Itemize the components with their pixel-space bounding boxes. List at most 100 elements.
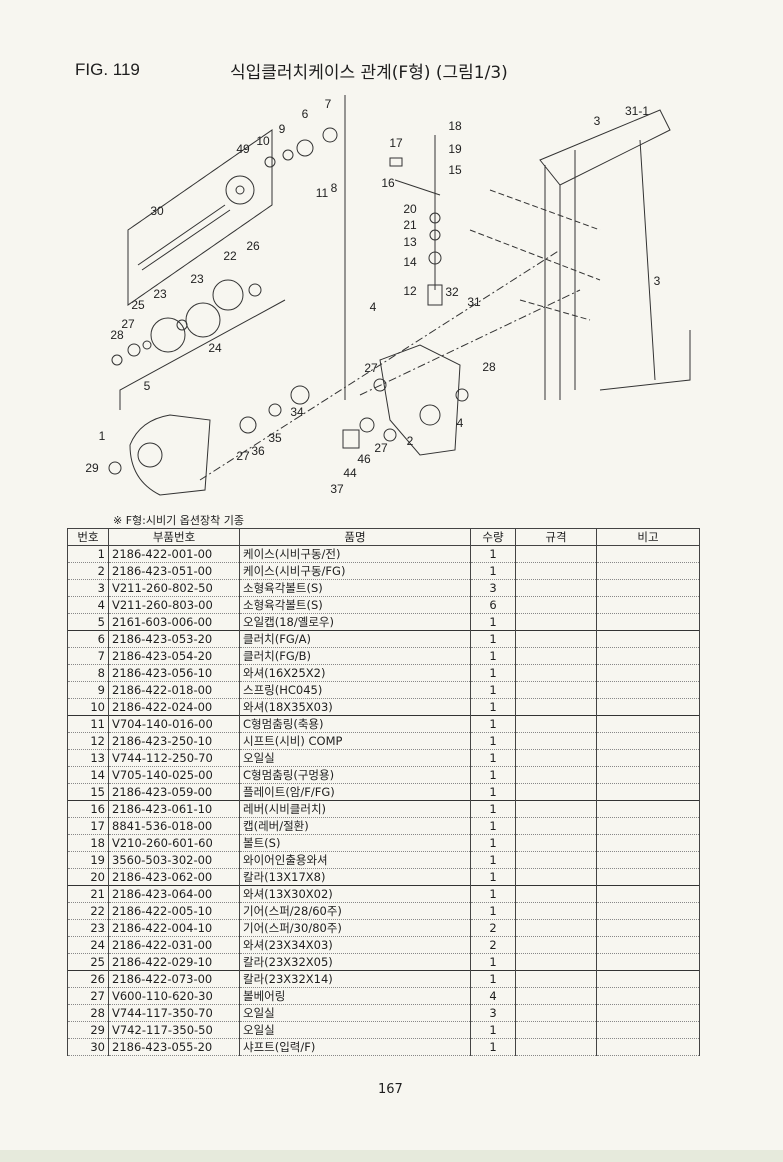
cell-spec [515,715,597,733]
cell-number: 22 [67,902,109,920]
cell-spec [515,579,597,597]
cell-quantity: 1 [470,868,516,886]
cell-number: 26 [67,970,109,988]
cell-number: 13 [67,749,109,767]
cell-spec [515,749,597,767]
cell-remarks [596,1038,700,1056]
cell-number: 3 [67,579,109,597]
callout-label: 4 [457,416,464,430]
cell-quantity: 2 [470,936,516,954]
cell-part-name: 칼라(23X32X14) [239,970,471,988]
cell-part-number: 2186-423-056-10 [108,664,240,682]
cell-part-name: 와셔(13X30X02) [239,885,471,903]
cell-spec [515,851,597,869]
cell-part-number: 2186-422-024-00 [108,698,240,716]
cell-quantity: 1 [470,766,516,784]
callout-label: 18 [448,119,462,133]
callout-label: 5 [144,379,151,393]
cell-quantity: 1 [470,885,516,903]
cell-number: 25 [67,953,109,971]
cell-quantity: 3 [470,579,516,597]
callout-label: 31 [467,295,481,309]
cell-part-name: 와셔(18X35X03) [239,698,471,716]
cell-part-number: 2186-422-005-10 [108,902,240,920]
cell-quantity: 3 [470,1004,516,1022]
callout-label: 21 [403,218,417,232]
cell-part-name: 칼라(13X17X8) [239,868,471,886]
callout-label: 26 [246,239,260,253]
cell-spec [515,953,597,971]
table-note: ※ F형:시비기 옵션장착 기종 [113,514,244,527]
cell-remarks [596,766,700,784]
cell-number: 12 [67,732,109,750]
cell-remarks [596,579,700,597]
cell-remarks [596,783,700,801]
cell-part-name: 클러치(FG/A) [239,630,471,648]
callout-label: 27 [364,361,378,375]
cell-number: 2 [67,562,109,580]
col-quantity: 수량 [470,528,516,546]
cell-part-number: 2186-423-062-00 [108,868,240,886]
cell-spec [515,1004,597,1022]
callout-label: 36 [251,444,265,458]
cell-part-number: V211-260-802-50 [108,579,240,597]
col-part-name: 품명 [239,528,471,546]
cell-part-number: V600-110-620-30 [108,987,240,1005]
cell-quantity: 4 [470,987,516,1005]
cell-spec [515,902,597,920]
cell-remarks [596,732,700,750]
callout-label: 28 [482,360,496,374]
cell-quantity: 1 [470,647,516,665]
cell-part-name: 와셔(23X34X03) [239,936,471,954]
callout-label: 8 [331,181,338,195]
cell-number: 24 [67,936,109,954]
cell-quantity: 1 [470,1021,516,1039]
page-number: 167 [378,1082,403,1097]
cell-part-name: 시프트(시비) COMP [239,732,471,750]
callout-label: 34 [290,405,304,419]
callout-label: 35 [268,431,282,445]
callout-label: 7 [325,97,332,111]
cell-spec [515,1021,597,1039]
cell-number: 7 [67,647,109,665]
cell-remarks [596,545,700,563]
callout-label: 20 [403,202,417,216]
cell-part-name: 오일캡(18/옐로우) [239,613,471,631]
cell-number: 29 [67,1021,109,1039]
cell-part-number: 2186-422-001-00 [108,545,240,563]
cell-part-number: V744-117-350-70 [108,1004,240,1022]
cell-part-number: 2186-422-018-00 [108,681,240,699]
cell-remarks [596,902,700,920]
cell-part-name: C형멈춤링(축용) [239,715,471,733]
figure-number: FIG. 119 [75,60,140,79]
cell-part-name: 기어(스퍼/28/60주) [239,902,471,920]
cell-remarks [596,919,700,937]
cell-part-name: 와셔(16X25X2) [239,664,471,682]
cell-remarks [596,970,700,988]
cell-spec [515,817,597,835]
cell-quantity: 1 [470,902,516,920]
diagram-drawing [108,95,691,496]
cell-number: 19 [67,851,109,869]
cell-number: 15 [67,783,109,801]
callout-label: 31-1 [625,104,649,118]
cell-number: 27 [67,987,109,1005]
cell-remarks [596,834,700,852]
cell-number: 17 [67,817,109,835]
cell-part-name: 기어(스퍼/30/80주) [239,919,471,937]
cell-spec [515,596,597,614]
cell-spec [515,885,597,903]
cell-part-number: 2186-423-054-20 [108,647,240,665]
cell-spec [515,868,597,886]
cell-number: 28 [67,1004,109,1022]
cell-spec [515,613,597,631]
